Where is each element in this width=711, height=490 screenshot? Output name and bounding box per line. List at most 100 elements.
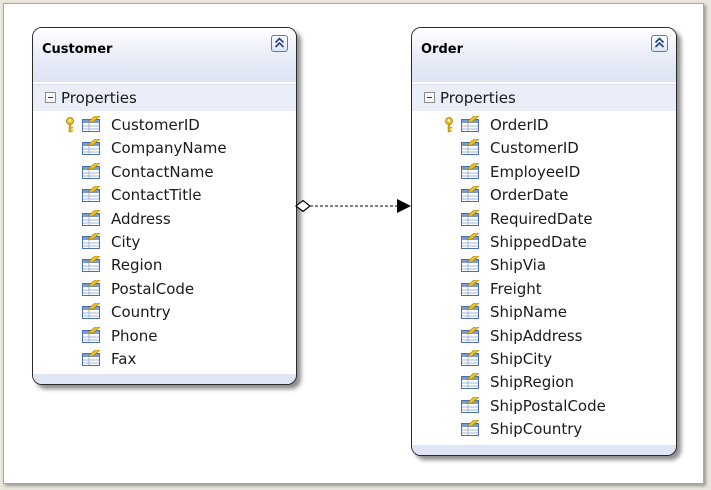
chevron-up-icon [654,37,665,48]
property-name: ContactName [111,162,214,181]
property-name: ShipCity [490,349,553,368]
property-icon [82,209,101,226]
property-icon [461,139,480,156]
entity-customer[interactable]: Customer Properties CustomerID CompanyNam… [32,27,297,385]
property-name: PostalCode [111,279,195,298]
entity-title: Order [421,42,463,57]
property-icon [461,396,480,413]
entity-title: Customer [42,42,113,57]
property-icon [82,326,101,343]
collapse-section-icon[interactable] [424,92,435,103]
property-row[interactable]: OrderDate [412,184,676,207]
property-icon [461,303,480,320]
property-name: OrderDate [490,186,569,205]
section-label: Properties [61,89,137,107]
key-icon [66,117,74,133]
property-name: Freight [490,279,542,298]
key-property-row[interactable]: OrderID [412,114,676,137]
property-row[interactable]: ShipRegion [412,371,676,394]
property-name: ShipVia [490,256,547,275]
property-row[interactable]: ShippedDate [412,231,676,254]
property-row[interactable]: PostalCode [33,278,296,301]
property-icon [461,326,480,343]
property-name: ShipPostalCode [490,396,606,415]
property-name: CustomerID [111,116,200,134]
entity-footer [33,374,296,384]
property-row[interactable]: ShipAddress [412,325,676,348]
diamond-end-icon [295,199,311,213]
property-icon [82,116,101,132]
property-row[interactable]: Fax [33,348,296,371]
property-row[interactable]: CompanyName [33,137,296,160]
property-name: Fax [111,349,137,368]
property-icon [82,162,101,179]
property-name: ShippedDate [490,232,587,251]
property-row[interactable]: ShipCountry [412,418,676,441]
property-row[interactable]: Region [33,254,296,277]
properties-section[interactable]: Properties [412,84,676,111]
property-icon [82,186,101,203]
property-row[interactable]: Phone [33,325,296,348]
property-row[interactable]: ShipName [412,301,676,324]
property-name: CompanyName [111,139,227,158]
property-name: Address [111,209,171,228]
property-row[interactable]: EmployeeID [412,161,676,184]
property-icon [461,349,480,366]
property-icon [82,279,101,296]
arrowhead-icon [397,199,411,213]
property-icon [82,349,101,366]
entity-header[interactable]: Customer [33,28,296,82]
property-row[interactable]: ContactTitle [33,184,296,207]
property-name: RequiredDate [490,209,593,228]
property-name: ShipAddress [490,326,583,345]
property-row[interactable]: ShipCity [412,348,676,371]
property-icon [461,279,480,296]
property-row[interactable]: RequiredDate [412,208,676,231]
property-icon [461,116,480,132]
property-icon [82,139,101,156]
property-icon [82,303,101,320]
key-icon [445,117,453,133]
property-name: ShipRegion [490,373,575,392]
property-row[interactable]: CustomerID [412,137,676,160]
property-name: CustomerID [490,139,579,158]
entity-order[interactable]: Order Properties OrderID CustomerID Employ… [411,27,677,456]
collapse-section-icon[interactable] [45,92,56,103]
property-name: Phone [111,326,158,345]
property-name: Country [111,303,171,322]
chevron-up-icon [274,37,285,48]
property-icon [461,420,480,437]
key-property-row[interactable]: CustomerID [33,114,296,137]
property-row[interactable]: Country [33,301,296,324]
property-row[interactable]: City [33,231,296,254]
collapse-button[interactable] [271,35,288,52]
property-row[interactable]: ShipVia [412,254,676,277]
collapse-button[interactable] [651,35,668,52]
entity-footer [412,445,676,455]
property-name: ShipCountry [490,420,583,439]
property-row[interactable]: Address [33,208,296,231]
property-icon [82,256,101,273]
property-icon [461,186,480,203]
entity-header[interactable]: Order [412,28,676,82]
property-name: OrderID [490,116,549,134]
property-icon [461,162,480,179]
property-icon [461,373,480,390]
property-icon [461,209,480,226]
property-icon [82,232,101,249]
property-icon [461,232,480,249]
property-name: City [111,232,141,251]
property-row[interactable]: ShipPostalCode [412,395,676,418]
property-row[interactable]: Freight [412,278,676,301]
property-name: ContactTitle [111,186,202,205]
property-row[interactable]: ContactName [33,161,296,184]
section-label: Properties [440,89,516,107]
property-name: EmployeeID [490,162,581,181]
property-name: ShipName [490,303,567,322]
property-name: Region [111,256,163,275]
properties-section[interactable]: Properties [33,84,296,111]
property-icon [461,256,480,273]
